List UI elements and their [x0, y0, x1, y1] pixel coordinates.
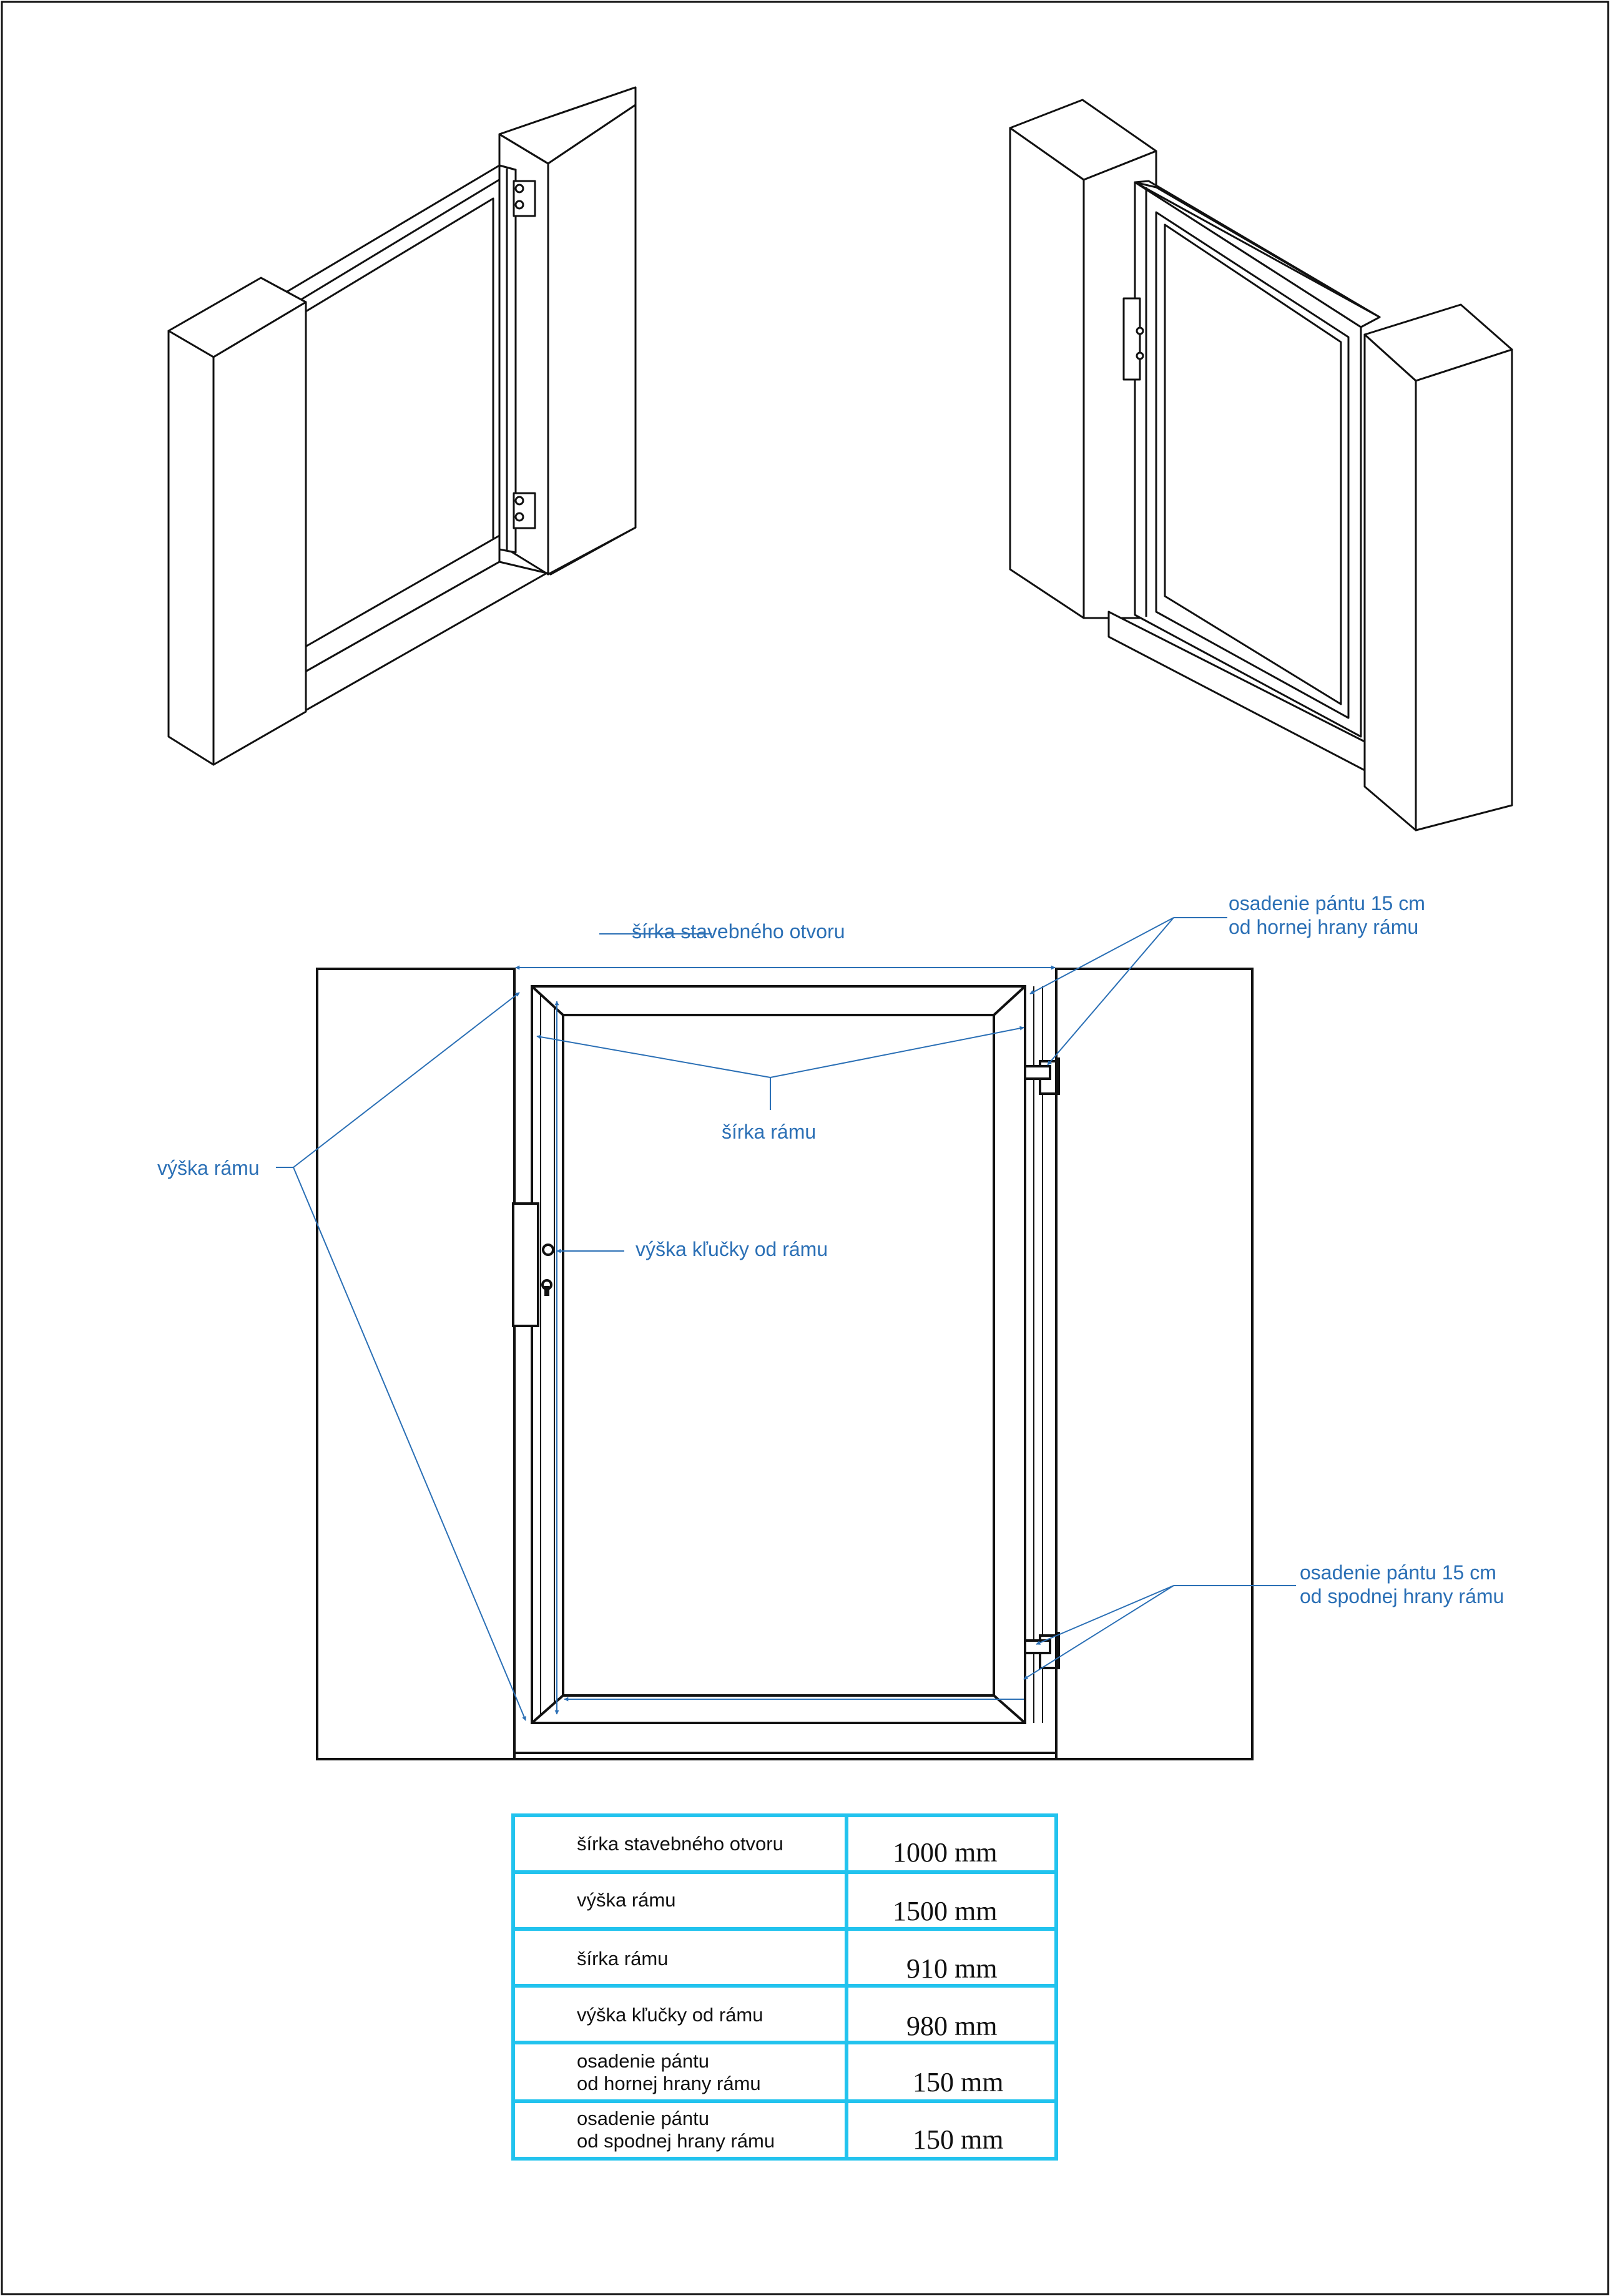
table-row: osadenie pántu od spodnej hrany rámu 150… — [577, 2107, 1003, 2155]
table-value: 1500 mm — [893, 1896, 997, 1926]
table-label: šírka stavebného otvoru — [577, 1833, 783, 1855]
label-hinge-top-1: osadenie pántu 15 cm — [1229, 892, 1425, 915]
table-label: od spodnej hrany rámu — [577, 2130, 775, 2152]
hinge-top — [1024, 1057, 1060, 1095]
table-value: 150 mm — [913, 2067, 1003, 2097]
label-opening-width: šírka stavebného otvoru — [632, 920, 845, 943]
handle-hole — [542, 1244, 554, 1256]
label-hinge-bottom-2: od spodnej hrany rámu — [1300, 1585, 1504, 1607]
right-wall — [1055, 968, 1254, 1760]
table-row: šírka rámu 910 mm — [577, 1948, 997, 1984]
label-frame-height: výška rámu — [157, 1157, 260, 1179]
table-label: šírka rámu — [577, 1948, 668, 1970]
table-row: výška rámu 1500 mm — [577, 1889, 997, 1926]
isometric-view-outside — [167, 86, 637, 766]
hinge-bottom — [1024, 1632, 1060, 1669]
lock-plate — [512, 1202, 539, 1327]
table-value: 980 mm — [906, 2011, 997, 2041]
table-row: šírka stavebného otvoru 1000 mm — [577, 1833, 997, 1868]
outer-frame — [531, 985, 1026, 1724]
label-handle-height: výška kľučky od rámu — [636, 1238, 828, 1260]
left-wall — [316, 968, 516, 1760]
table-row: osadenie pántu od hornej hrany rámu 150 … — [577, 2050, 1003, 2097]
front-elevation — [316, 968, 1254, 1760]
label-hinge-top-2: od hornej hrany rámu — [1229, 916, 1418, 938]
table-row: výška kľučky od rámu 980 mm — [577, 2004, 997, 2041]
label-frame-width: šírka rámu — [722, 1121, 816, 1143]
table-label: osadenie pántu — [577, 2050, 709, 2072]
table-value: 1000 mm — [893, 1837, 997, 1868]
isometric-view-inside — [1009, 99, 1513, 832]
table-label: od hornej hrany rámu — [577, 2073, 761, 2094]
table-value: 150 mm — [913, 2124, 1003, 2155]
table-label: osadenie pántu — [577, 2107, 709, 2129]
label-hinge-bottom-1: osadenie pántu 15 cm — [1300, 1561, 1496, 1584]
table-grid — [511, 1813, 1058, 2161]
table-value: 910 mm — [906, 1953, 997, 1984]
table-label: výška rámu — [577, 1889, 675, 1911]
dimensions-table: šírka stavebného otvoru 1000 mm výška rá… — [511, 1813, 1058, 2161]
annotation-lines — [276, 917, 1296, 1721]
inner-frame — [562, 1014, 995, 1697]
table-label: výška kľučky od rámu — [577, 2004, 763, 2026]
